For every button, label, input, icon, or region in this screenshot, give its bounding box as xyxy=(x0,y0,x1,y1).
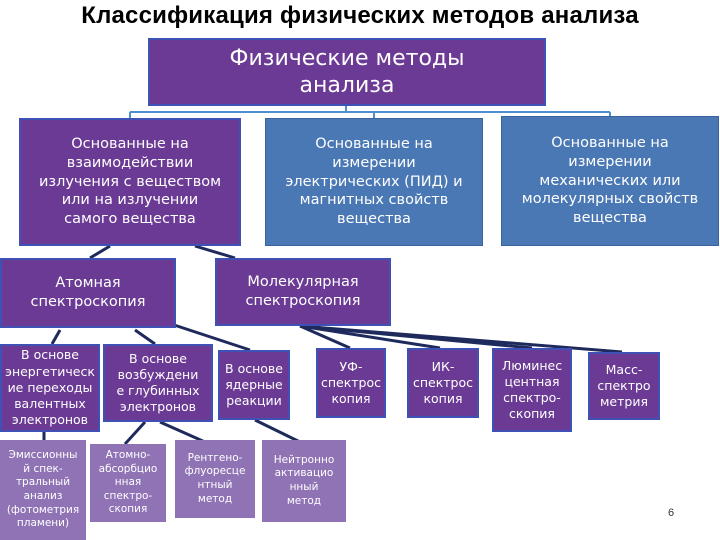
submethod-neutron-activation: Нейтронно активацио нный метод xyxy=(262,440,346,522)
connector-atomic-3 xyxy=(164,320,251,352)
submethod-atomic-absorption: Атомно- абсорбцио нная спектро- скопия xyxy=(90,444,166,522)
method-nuclear: В основе ядерные реакции xyxy=(218,350,290,420)
submethod-xray-fluorescence-label: Рентгено- флуоресце нтный метод xyxy=(184,451,246,505)
connector-cat1-molecular xyxy=(194,244,236,260)
connector-atomic-1 xyxy=(50,329,62,345)
submethod-neutron-activation-label: Нейтронно активацио нный метод xyxy=(273,453,335,507)
category-electrical: Основанные на измерении электрических (П… xyxy=(265,118,483,246)
connector-sub-2 xyxy=(123,420,147,446)
method-valence: В основе энергетическ ие переходы валент… xyxy=(0,344,100,432)
connector-mol-1 xyxy=(299,324,351,350)
method-deep-electrons-label: В основе возбуждени е глубинных электрон… xyxy=(116,350,200,415)
method-luminescence-label: Люминес центная спектро- скопия xyxy=(501,357,563,422)
connector-sub-4 xyxy=(254,418,301,444)
method-nuclear-label: В основе ядерные реакции xyxy=(225,360,283,409)
root-box: Физические методы анализа xyxy=(148,38,546,106)
connector-atomic-2 xyxy=(134,328,156,346)
root-label: Физические методы анализа xyxy=(229,45,465,99)
method-ir: ИК- спектрос копия xyxy=(407,348,479,418)
method-deep-electrons: В основе возбуждени е глубинных электрон… xyxy=(103,344,213,422)
method-ir-label: ИК- спектрос копия xyxy=(412,358,474,407)
molecular-spectroscopy-label: Молекулярная спектроскопия xyxy=(245,274,361,309)
method-mass-label: Масс- спектро метрия xyxy=(597,361,651,410)
submethod-xray-fluorescence: Рентгено- флуоресце нтный метод xyxy=(175,440,255,518)
category-electrical-label: Основанные на измерении электрических (П… xyxy=(285,135,463,228)
category-radiation-label: Основанные на взаимодействии излучения с… xyxy=(38,135,222,228)
submethod-atomic-absorption-label: Атомно- абсорбцио нная спектро- скопия xyxy=(98,448,158,516)
method-luminescence: Люминес центная спектро- скопия xyxy=(492,348,572,432)
method-uv: УФ- спектрос копия xyxy=(316,348,386,418)
atomic-spectroscopy-box: Атомная спектроскопия xyxy=(0,258,176,328)
atomic-spectroscopy-label: Атомная спектроскопия xyxy=(30,275,146,310)
connector-mol-4 xyxy=(299,324,623,354)
connector-sub-3 xyxy=(159,420,206,444)
method-mass: Масс- спектро метрия xyxy=(588,352,660,420)
molecular-spectroscopy-box: Молекулярная спектроскопия xyxy=(215,258,391,326)
category-radiation: Основанные на взаимодействии излучения с… xyxy=(19,118,241,246)
method-uv-label: УФ- спектрос копия xyxy=(320,358,382,407)
submethod-emission-label: Эмиссионны й спек- тральный анализ (фото… xyxy=(6,449,80,530)
method-valence-label: В основе энергетическ ие переходы валент… xyxy=(5,347,95,428)
slide-title: Классификация физических методов анализа xyxy=(81,2,639,29)
category-mechanical: Основанные на измерении механических или… xyxy=(501,116,719,246)
connector-cat1-atomic xyxy=(89,244,111,260)
category-mechanical-label: Основанные на измерении механических или… xyxy=(521,134,699,227)
submethod-emission: Эмиссионны й спек- тральный анализ (фото… xyxy=(0,440,86,540)
page-number: 6 xyxy=(668,507,675,519)
